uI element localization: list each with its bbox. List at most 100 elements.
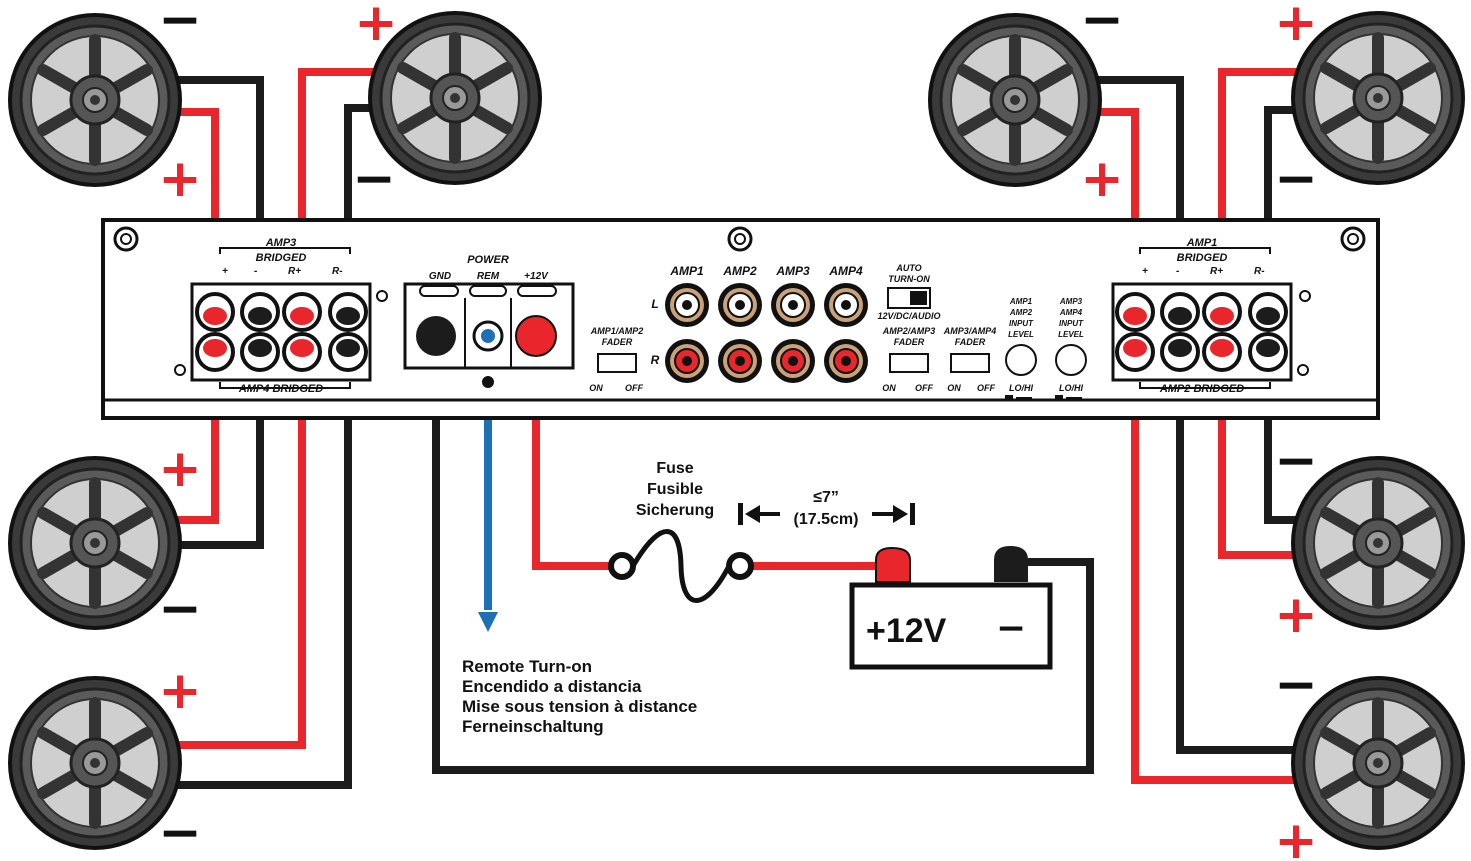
terminal[interactable] [282, 332, 322, 372]
rca-jack[interactable] [664, 338, 710, 384]
block-top-label: AMP3 [265, 237, 297, 249]
terminal[interactable] [1202, 292, 1242, 332]
terminal[interactable] [240, 292, 280, 332]
wire-positive [160, 350, 306, 749]
terminal[interactable] [328, 292, 368, 332]
amplifier-panel: AMP3 BRIDGED + - R+ R- AMP4 BRIDGED AMP1… [101, 218, 1380, 420]
wire-positive [1131, 350, 1320, 784]
lohi-icon [1005, 395, 1032, 399]
polarity-minus: − [352, 149, 396, 209]
terminal[interactable] [1202, 332, 1242, 372]
polarity-minus: − [158, 803, 202, 861]
rca-jack[interactable] [823, 338, 869, 384]
block-bottom-label: AMP2 BRIDGED [1159, 383, 1244, 395]
wire-negative [1176, 350, 1320, 754]
terminal[interactable] [195, 332, 235, 372]
speaker-terminal-block-right: AMP1 BRIDGED + - R+ R- AMP2 BRIDGED [1111, 237, 1311, 395]
terminal[interactable] [1115, 332, 1155, 372]
mounting-screw-icon [113, 226, 139, 252]
left-channel-label: L [651, 297, 658, 311]
speaker [1293, 13, 1463, 183]
polarity-plus: + [1274, 0, 1318, 53]
lohi-label: LO/HI [1059, 383, 1083, 393]
polarity-plus: + [158, 439, 202, 499]
rem-terminal[interactable] [472, 320, 504, 352]
battery: +12V − [849, 546, 1053, 670]
polarity-minus: − [1274, 149, 1318, 209]
power-label: POWER [467, 254, 509, 266]
remote-arrow [478, 612, 498, 632]
polarity-minus: − [1274, 655, 1318, 715]
rca-jack[interactable] [717, 282, 763, 328]
block-bridged-label: BRIDGED [1177, 252, 1228, 264]
fader-switch[interactable] [950, 353, 990, 373]
channel-label: AMP1 [669, 264, 704, 278]
terminal[interactable] [1115, 292, 1155, 332]
speaker-wires [160, 68, 1320, 789]
polarity-plus: + [354, 0, 398, 53]
rem-label: REM [477, 271, 500, 282]
gnd-label: GND [429, 271, 451, 282]
rca-jack[interactable] [770, 282, 816, 328]
block-top-label: AMP1 [1186, 237, 1218, 249]
speaker [1293, 678, 1463, 848]
polarity-plus: + [158, 661, 202, 721]
terminal[interactable] [1160, 332, 1200, 372]
lohi-icon [1055, 395, 1082, 399]
speaker [1293, 458, 1463, 628]
mounting-screw-icon [1340, 226, 1366, 252]
terminal[interactable] [1248, 292, 1288, 332]
speaker [10, 15, 180, 185]
rca-jack[interactable] [770, 338, 816, 384]
power-terminal-block: POWER GND REM +12V [403, 254, 575, 388]
rca-jack[interactable] [664, 282, 710, 328]
polarity-minus: − [1274, 431, 1318, 491]
polarity-plus: + [1274, 811, 1318, 861]
level-knob[interactable] [1055, 344, 1087, 376]
gnd-terminal[interactable] [416, 316, 456, 356]
mounting-screw-icon [727, 226, 753, 252]
speaker [10, 678, 180, 848]
polarity-plus: + [158, 149, 202, 209]
battery-plus-label: +12V [866, 612, 947, 650]
fader-switch[interactable] [889, 353, 929, 373]
terminal-label: R+ [288, 266, 301, 277]
terminal[interactable] [1160, 292, 1200, 332]
lohi-label: LO/HI [1009, 383, 1033, 393]
off-label: OFF [915, 383, 933, 393]
v12-terminal[interactable] [515, 315, 557, 357]
fader-switch[interactable] [597, 353, 637, 373]
terminal[interactable] [195, 292, 235, 332]
on-label: ON [882, 383, 896, 393]
rca-jack[interactable] [823, 282, 869, 328]
terminal[interactable] [240, 332, 280, 372]
right-channel-label: R [651, 353, 660, 367]
fuse-icon [608, 529, 754, 603]
channel-label: AMP4 [828, 264, 863, 278]
on-label: ON [947, 383, 961, 393]
block-bridged-label: BRIDGED [256, 252, 307, 264]
rca-jack[interactable] [717, 338, 763, 384]
terminal-label: + [222, 266, 228, 277]
block-bottom-label: AMP4 BRIDGED [238, 383, 323, 395]
terminal-label: R- [332, 266, 343, 277]
terminal[interactable] [328, 332, 368, 372]
speaker-terminal-block-left: AMP3 BRIDGED + - R+ R- AMP4 BRIDGED [174, 237, 388, 395]
terminal[interactable] [1248, 332, 1288, 372]
terminal[interactable] [282, 292, 322, 332]
wire-negative [160, 350, 352, 789]
level-knob[interactable] [1005, 344, 1037, 376]
v12-label: +12V [524, 271, 549, 282]
speaker [10, 458, 180, 628]
off-label: OFF [625, 383, 643, 393]
